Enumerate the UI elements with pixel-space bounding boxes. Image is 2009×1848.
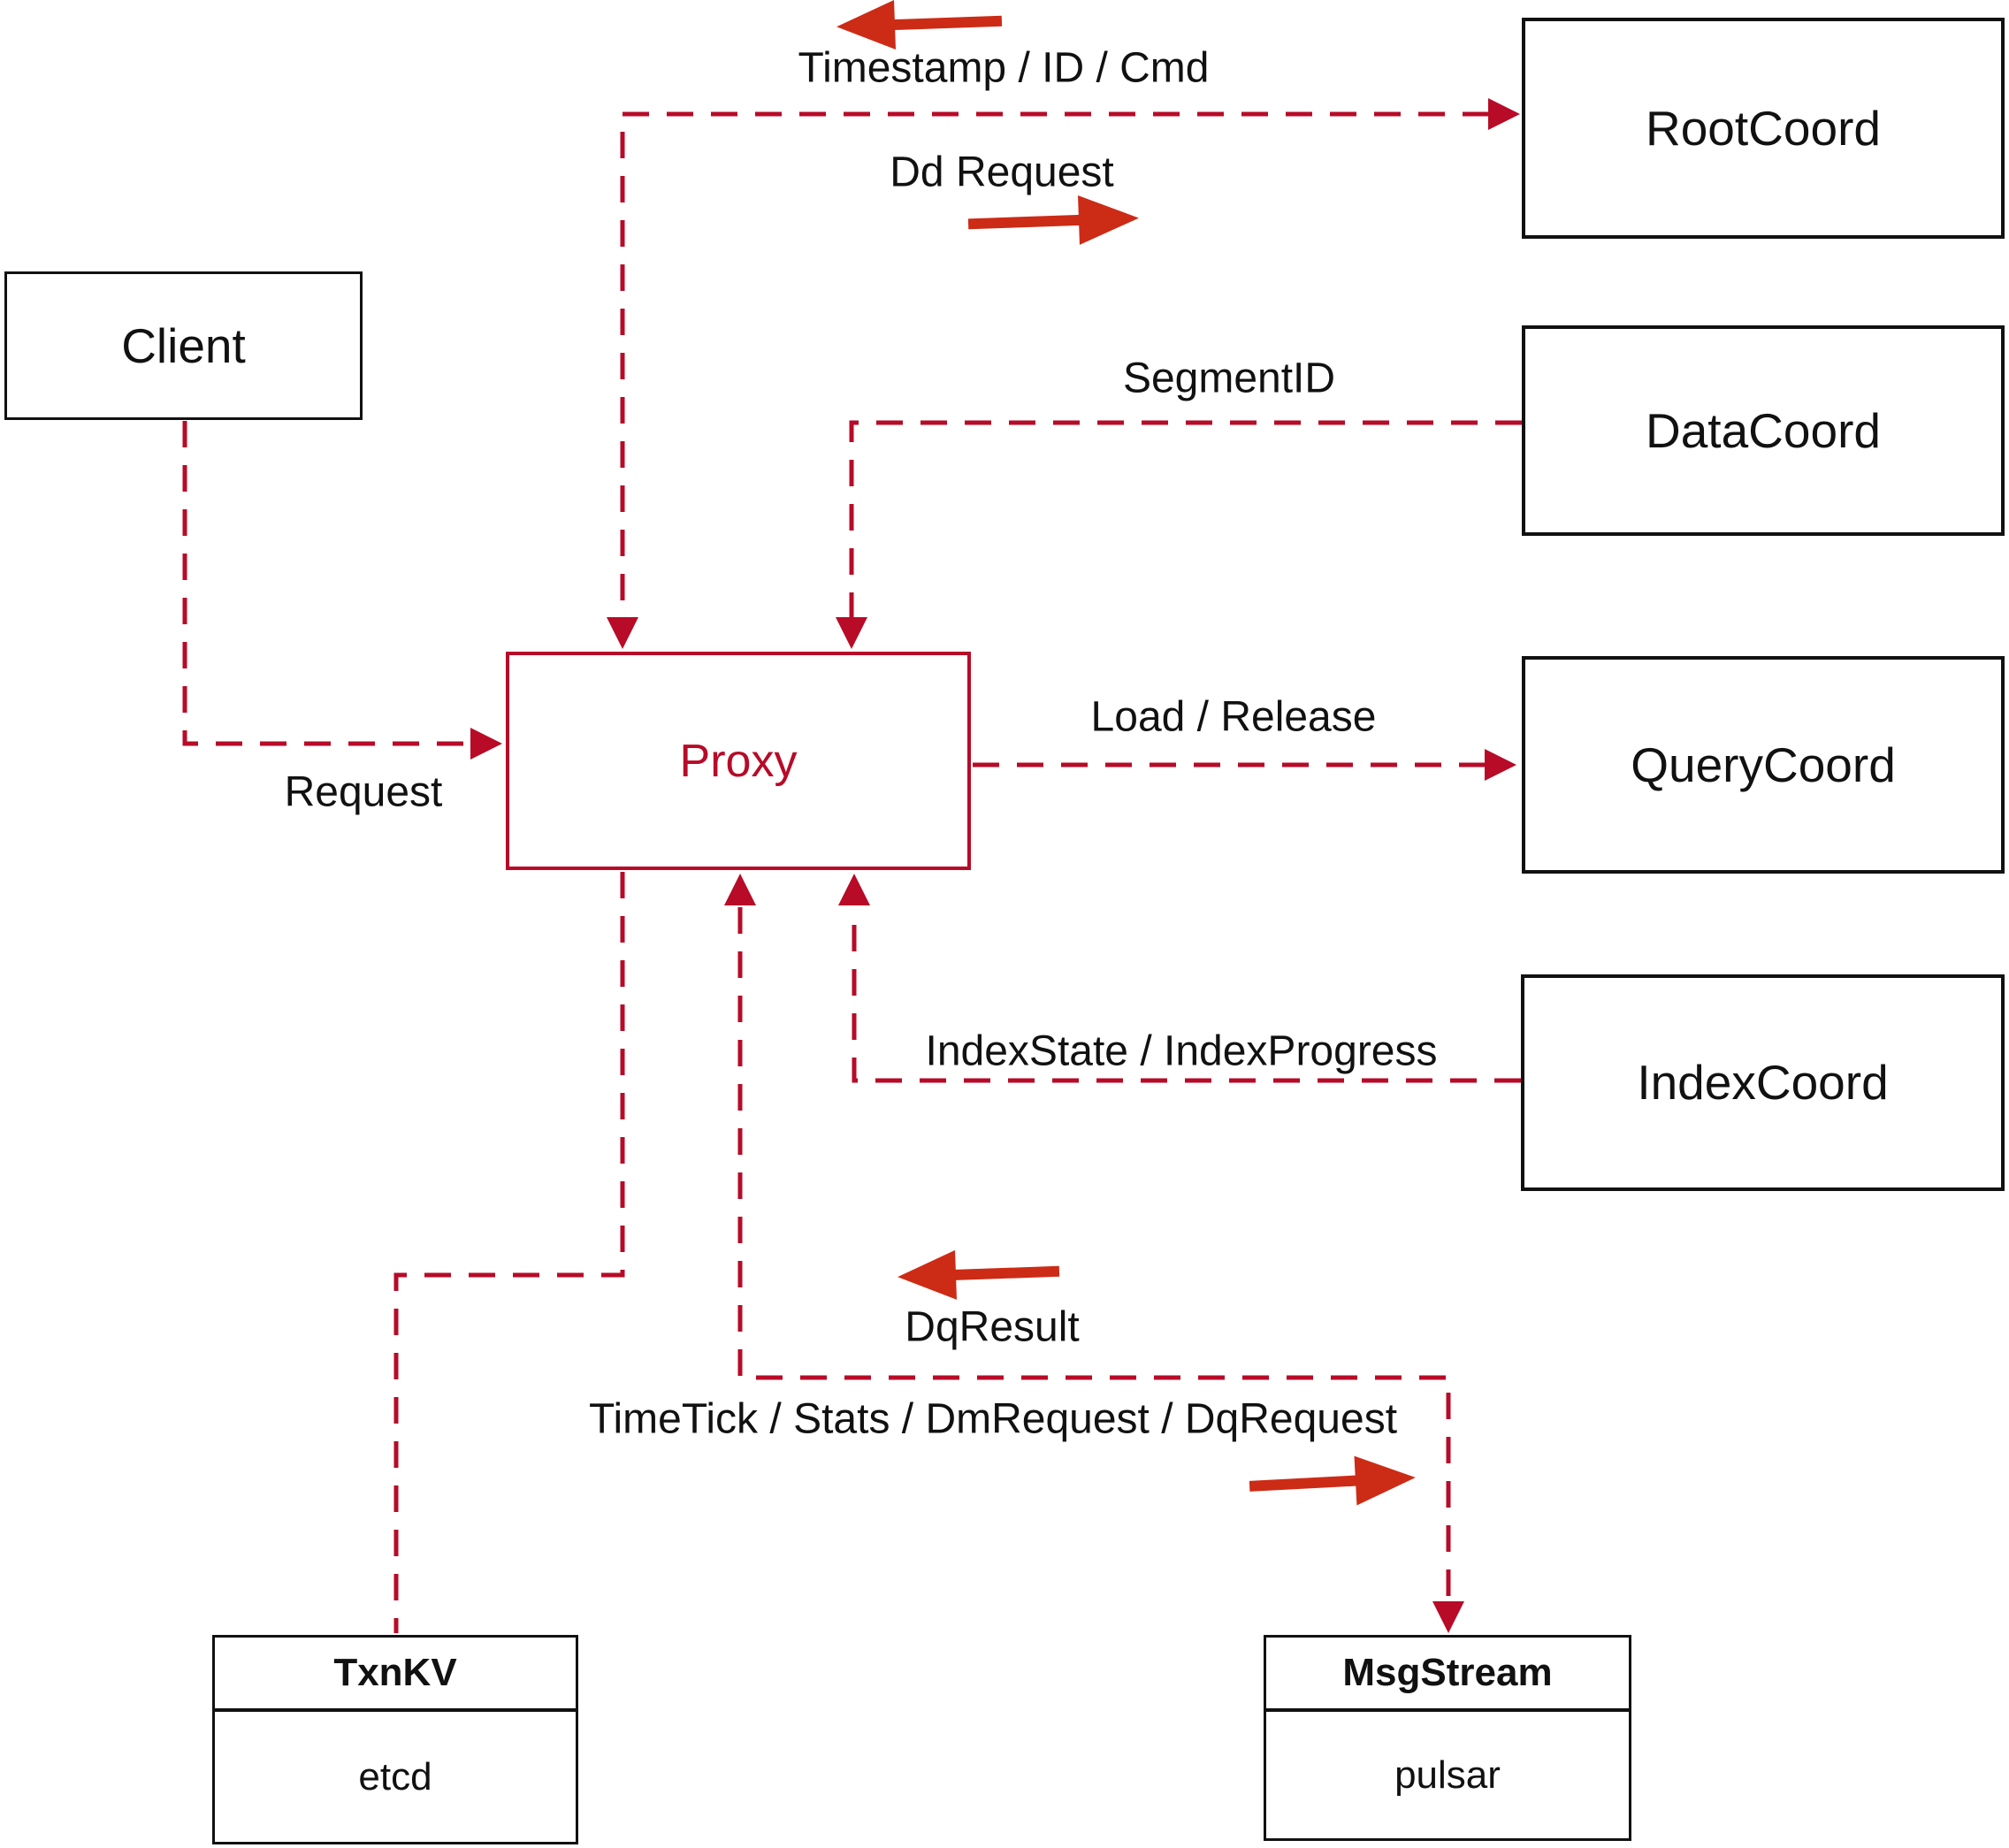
right-arrow-icon (1249, 1455, 1416, 1506)
client-label: Client (121, 317, 246, 373)
arrowhead-into-proxy-top-right (836, 617, 867, 649)
arrowhead-into-rootcoord (1488, 98, 1520, 130)
edge-proxy-txnkv-line (393, 872, 625, 1633)
arrowhead-into-querycoord (1485, 749, 1516, 781)
edge-indexcoord-proxy-line (852, 907, 1521, 1083)
node-indexcoord: IndexCoord (1521, 974, 2005, 1191)
proxy-label: Proxy (679, 735, 798, 787)
edge-label-time-tick: TimeTick / Stats / DmRequest / DqRequest (588, 1395, 1398, 1443)
querycoord-label: QueryCoord (1631, 737, 1896, 792)
indexcoord-label: IndexCoord (1637, 1055, 1889, 1110)
node-proxy: Proxy (506, 652, 971, 870)
node-datacoord: DataCoord (1522, 325, 2005, 536)
left-arrow-icon (898, 1249, 1060, 1300)
right-arrow-icon (967, 195, 1139, 245)
arrowhead-into-proxy-bottom-right (838, 874, 870, 905)
node-client: Client (4, 271, 363, 420)
arrowhead-into-proxy-bottom-mid (724, 874, 756, 905)
edge-label-dq-result: DqResult (905, 1303, 1080, 1351)
msgstream-title: MsgStream (1266, 1638, 1629, 1712)
txnkv-impl: etcd (358, 1754, 432, 1798)
edge-label-request: Request (284, 768, 443, 816)
rootcoord-label: RootCoord (1646, 100, 1881, 156)
edge-label-segment-id: SegmentID (1122, 355, 1336, 402)
edge-label-index-state: IndexState / IndexProgress (925, 1027, 1438, 1075)
left-arrow-icon (836, 0, 1003, 50)
edge-label-load-release: Load / Release (1090, 693, 1377, 741)
node-msgstream: MsgStream pulsar (1264, 1635, 1631, 1841)
edge-datacoord-proxy-line (849, 420, 1522, 617)
datacoord-label: DataCoord (1646, 402, 1881, 458)
edge-label-dd-request: Dd Request (890, 149, 1114, 196)
msgstream-impl: pulsar (1394, 1753, 1501, 1797)
edge-rootcoord-proxy-line (620, 111, 1489, 617)
arrowhead-into-proxy-top-left (607, 617, 638, 649)
node-txnkv: TxnKV etcd (212, 1635, 578, 1844)
node-rootcoord: RootCoord (1522, 18, 2005, 239)
node-querycoord: QueryCoord (1522, 656, 2005, 874)
arrowhead-into-proxy-left (470, 728, 502, 760)
txnkv-title: TxnKV (215, 1638, 576, 1712)
edge-proxy-msgstream-line (737, 907, 1451, 1600)
edge-label-timestamp-id-cmd: Timestamp / ID / Cmd (798, 44, 1210, 92)
arrowhead-into-msgstream (1432, 1601, 1464, 1633)
edge-client-proxy-line (182, 421, 470, 746)
